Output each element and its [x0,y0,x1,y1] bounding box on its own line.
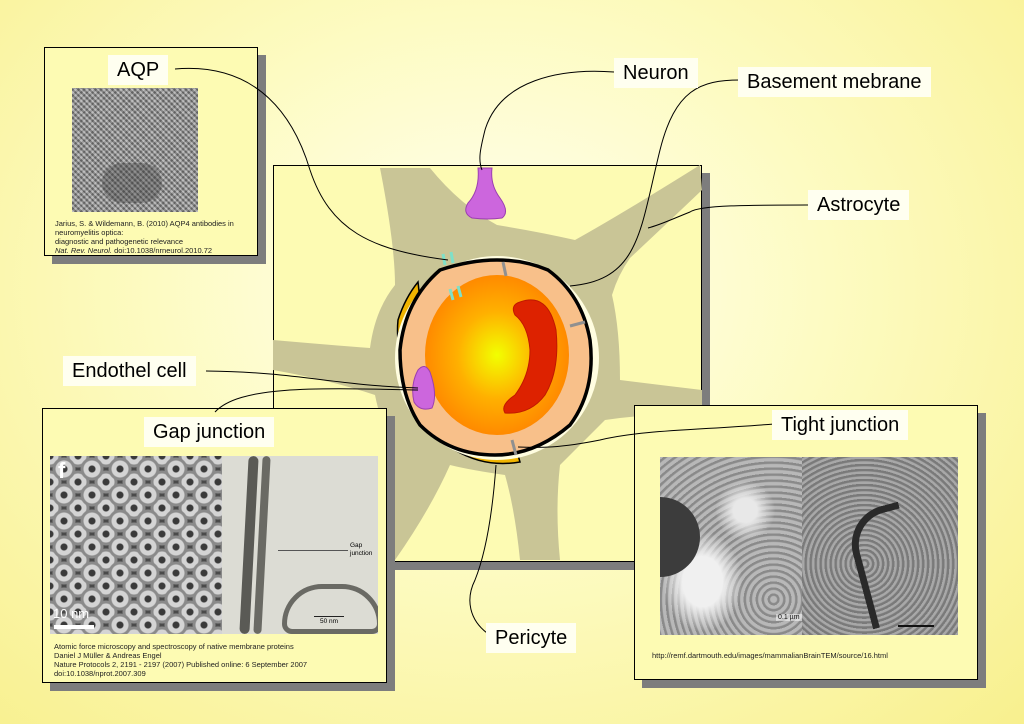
label-gap-junction: Gap junction [144,417,275,447]
aqp-micrograph [72,88,198,212]
label-pericyte: Pericyte [486,623,577,653]
label-neuron: Neuron [614,58,698,88]
gap-citation: Atomic force microscopy and spectroscopy… [54,642,307,678]
label-aqp: AQP [108,55,169,85]
tight-citation-url: http://remf.dartmouth.edu/images/mammali… [652,651,888,660]
tj-scale-bar [898,625,934,627]
afm-micrograph: f 10 nm [50,456,222,634]
gap-citation-line3: Nature Protocols 2, 2191 - 2197 (2007) P… [54,660,308,669]
label-basement-membrane: Basement mebrane [738,67,931,97]
gap-citation-line4: doi:10.1038/nprot.2007.309 [54,669,146,678]
afm-panel-letter: f [58,458,66,483]
gap-citation-line1: Atomic force microscopy and spectroscopy… [54,642,294,651]
tem-pointer-line [278,550,348,551]
nucleus-shape [503,299,558,414]
label-tight-junction: Tight junction [772,410,909,440]
aqp-citation: Jarius, S. & Wildemann, B. (2010) AQP4 a… [55,219,234,255]
aqp-citation-doi: doi:10.1038/nrneurol.2010.72 [114,246,213,255]
aqp-citation-line2: neuromyelitis optica: [55,228,124,237]
aqp-micrograph-overlay [102,163,162,203]
aqp-citation-line4: Nat. Rev. Neurol. doi:10.1038/nrneurol.2… [55,246,234,255]
junction-marks [501,261,586,456]
tem-scale-label: 50 nm [320,618,339,625]
label-astrocyte: Astrocyte [808,190,910,220]
freeze-fracture-micrograph [660,457,802,635]
afm-scale-label: 10 nm [53,606,90,621]
aqp-citation-line1: Jarius, S. & Wildemann, B. (2010) AQP4 a… [55,219,234,228]
tem-tight-micrograph [802,457,958,635]
gap-citation-line2: Daniel J Müller & Andreas Engel [54,651,162,660]
tem-gap-annotation: Gap junction [350,542,373,557]
aqp-citation-journal: Nat. Rev. Neurol. [55,246,112,255]
tem-gap-micrograph: Gap junction 50 nm [222,456,378,634]
label-endothel-cell: Endothel cell [63,356,196,386]
tem-organelle [282,584,378,634]
tj-scale-label: 0.1 µm [776,614,802,621]
tem-scale-bar [314,616,344,617]
freeze-fracture-dark-region [660,497,700,577]
tight-citation: http://remf.dartmouth.edu/images/mammali… [652,651,888,660]
tem-tight-junction-band [842,501,929,630]
neuron-shape [465,167,506,220]
aqp-citation-line3: diagnostic and pathogenetic relevance [55,237,184,246]
afm-scale-bar [54,625,94,629]
